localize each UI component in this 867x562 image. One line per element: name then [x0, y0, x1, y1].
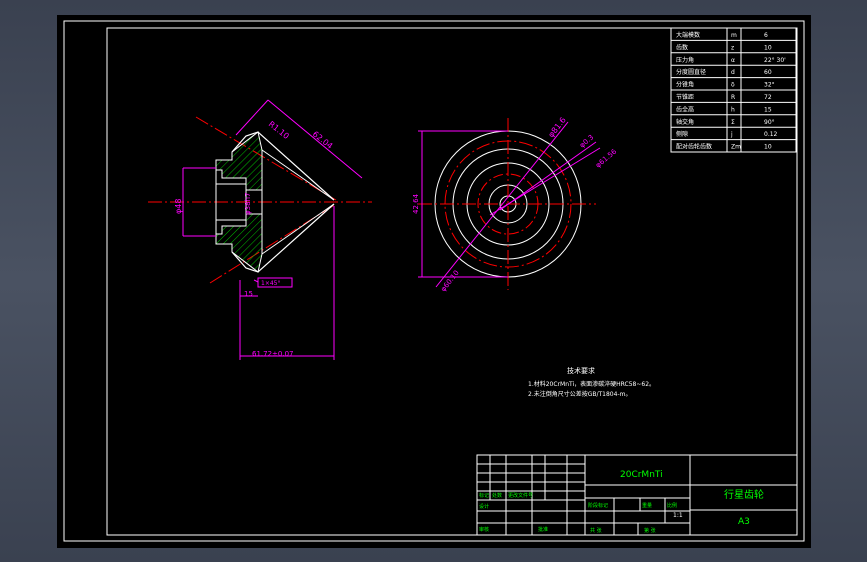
- param-val: 72: [764, 94, 772, 101]
- dim-inner-text: φ61.56: [594, 147, 618, 169]
- param-sym: Zm: [731, 144, 741, 151]
- param-name: 分锥角: [676, 81, 694, 89]
- hatch-lower: [215, 213, 263, 273]
- title-block: [476, 454, 798, 536]
- pitch-line-top: [195, 116, 337, 201]
- dim-shaft-text: φ38h7: [244, 193, 252, 215]
- tech-title: 技术要求: [567, 366, 595, 375]
- param-val: 15: [764, 106, 772, 113]
- param-sym: R: [731, 94, 735, 101]
- param-val: 32°: [764, 82, 775, 89]
- label-mark: 标记: [479, 492, 489, 499]
- outer-frame: [63, 20, 805, 542]
- gear-front-view: φ81.6 φ0.3 φ61.56 φ60.10 42.64: [412, 115, 619, 293]
- param-sym: h: [731, 106, 735, 113]
- inner-frame: [106, 27, 798, 536]
- param-sym: δ: [731, 82, 735, 89]
- param-name: 侧隙: [676, 130, 688, 138]
- dim-h-text: 15: [244, 290, 253, 298]
- param-sym: m: [731, 32, 737, 39]
- param-val: 22° 30': [764, 57, 786, 64]
- material-text: 20CrMnTi: [620, 470, 663, 480]
- scale-text: 1:1: [673, 512, 683, 519]
- dim-length-line: [267, 99, 363, 179]
- param-sym: z: [731, 44, 734, 51]
- dim-height-text: 42.64: [412, 193, 420, 214]
- param-name: 轴交角: [676, 118, 694, 126]
- param-name: 配对齿轮齿数: [676, 143, 712, 151]
- param-sym: α: [731, 57, 735, 64]
- tech-line-2: 2.未注倒角尺寸公差按GB/T1804-m。: [528, 390, 631, 398]
- dim-base-text: 61.72±0.07: [252, 350, 294, 358]
- param-sym: Σ: [731, 119, 735, 126]
- param-name: 分度圆直径: [676, 68, 706, 76]
- label-stage: 阶段标记: [588, 502, 608, 509]
- label-count: 处数: [492, 492, 502, 499]
- drawing-sheet: [57, 15, 811, 548]
- tech-line-1: 1.材料20CrMnTi，表面渗碳淬硬HRC58~62。: [528, 380, 655, 388]
- param-name: 齿全高: [676, 105, 694, 113]
- label-design: 设计: [479, 503, 489, 510]
- param-val: 6: [764, 32, 768, 39]
- param-name: 齿数: [676, 43, 688, 51]
- label-weight: 重量: [642, 502, 652, 509]
- param-val: 90°: [764, 119, 775, 126]
- drawing-no-text: A3: [738, 517, 750, 527]
- param-name: 节锥距: [676, 93, 694, 101]
- chamfer-box: [257, 277, 293, 288]
- label-review: 审核: [479, 526, 489, 533]
- dim-length-text: 62.04: [311, 129, 335, 150]
- param-val: 0.12: [764, 131, 778, 138]
- param-val: 10: [764, 44, 772, 51]
- param-name: 压力角: [676, 56, 694, 64]
- param-val: 10: [764, 144, 772, 151]
- label-approve: 批准: [538, 526, 548, 533]
- param-sym: j: [730, 131, 733, 138]
- title-block-text: 20CrMnTi 行星齿轮 A3 1:1 标记 处数 更改文件号 设计 审核 批…: [479, 470, 764, 534]
- param-val: 60: [764, 69, 772, 76]
- parameter-table: 大端模数 m 6 齿数 z 10 压力角 α 22° 30' 分度圆直径 d 60 分锥角 δ 32° 节锥距…: [670, 27, 797, 153]
- part-name-text: 行星齿轮: [724, 488, 764, 501]
- dim-diag-line: [435, 121, 569, 288]
- hatch-upper: [215, 131, 263, 191]
- dim-top-text: R1.10: [267, 119, 291, 140]
- param-sym: d: [731, 69, 735, 76]
- gear-section-view: φ48 φ38h7 R1.10 62.04 61.72±0.07 15 1×45…: [148, 99, 372, 360]
- param-name: 大端模数: [676, 31, 700, 39]
- dim-ring-text: φ0.3: [578, 133, 595, 149]
- label-change: 更改文件号: [508, 492, 533, 499]
- label-total: 共 张: [590, 527, 602, 534]
- label-scale: 比例: [667, 502, 677, 509]
- label-sheet: 第 张: [644, 527, 656, 534]
- dim-bore-text: φ48: [174, 199, 183, 214]
- dim-chamfer-text: 1×45°: [261, 280, 280, 287]
- dim-low-text: φ60.10: [439, 269, 460, 293]
- technical-requirements: 技术要求 1.材料20CrMnTi，表面渗碳淬硬HRC58~62。 2.未注倒角…: [528, 366, 655, 398]
